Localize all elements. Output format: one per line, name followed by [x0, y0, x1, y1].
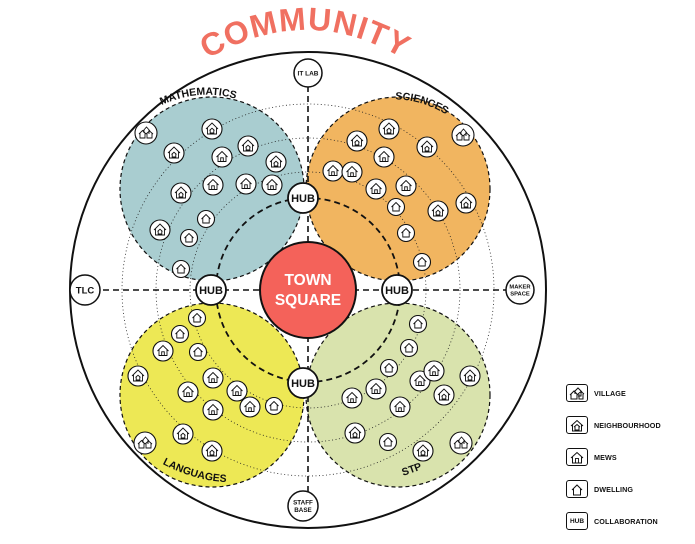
dwelling-icon [179, 228, 199, 248]
mews-icon [322, 160, 344, 182]
neighbourhood-icon [163, 142, 185, 164]
town-square: TOWN SQUARE [259, 241, 357, 339]
legend-label-neighbourhood: NEIGHBOURHOOD [594, 420, 661, 430]
legend-hub-box-text: HUB [569, 517, 585, 525]
legend-label-dwelling: DWELLING [594, 484, 634, 494]
hub-right: HUB [381, 274, 413, 306]
dwelling-icon [399, 338, 419, 358]
mews-icon [239, 396, 261, 418]
dwelling-icon [264, 396, 284, 416]
hub-label: HUB [291, 378, 315, 390]
dwelling-icon [187, 308, 207, 328]
neighbourhood-icon [455, 192, 477, 214]
neighbourhood-icon [344, 422, 366, 444]
dwelling-icon [196, 209, 216, 229]
village-icon [449, 431, 473, 455]
tlc-node-label-1: TLC [76, 285, 95, 296]
neighbourhood-icon [149, 219, 171, 241]
mews-icon [373, 146, 395, 168]
it-lab-node-label-1: IT LAB [298, 70, 319, 77]
mews-icon [202, 399, 224, 421]
neighbourhood-icon [427, 200, 449, 222]
neighbourhood-icon [127, 365, 149, 387]
it-lab-node: IT LAB [293, 58, 323, 88]
neighbourhood-icon [412, 440, 434, 462]
mews-icon [152, 340, 174, 362]
mews-icon [226, 380, 248, 402]
hub-bottom: HUB [287, 367, 319, 399]
legend-row-village: VILLAGE [566, 384, 626, 402]
legend-row-dwelling: DWELLING [566, 480, 633, 498]
mews-icon [341, 387, 363, 409]
mews-icon [341, 161, 363, 183]
neighbourhood-icon [201, 440, 223, 462]
dwelling-icon [378, 432, 398, 452]
community-title: COMMUNITY [194, 1, 417, 66]
dwelling-icon [412, 252, 432, 272]
mews-icon [423, 360, 445, 382]
tlc-node: TLC [69, 274, 101, 306]
legend-label-collaboration: COLLABORATION [594, 516, 658, 526]
legend-row-neighbourhood: NEIGHBOURHOOD [566, 416, 661, 434]
mews-icon [202, 367, 224, 389]
mews-icon [566, 448, 588, 466]
mews-icon [365, 378, 387, 400]
neighbourhood-icon [433, 384, 455, 406]
neighbourhood-icon [459, 365, 481, 387]
neighbourhood-icon [416, 136, 438, 158]
hub-label: HUB [291, 193, 315, 205]
mews-icon [211, 146, 233, 168]
dwelling-icon [170, 324, 190, 344]
town-square-line1: TOWN [284, 272, 331, 289]
neighbourhood-icon [201, 118, 223, 140]
village-icon [566, 384, 588, 402]
legend-label-mews: MEWS [594, 452, 617, 462]
legend-row-mews: MEWS [566, 448, 617, 466]
hub-left: HUB [195, 274, 227, 306]
dwelling-icon [566, 480, 588, 498]
hub-label: HUB [199, 285, 223, 297]
mews-icon [389, 396, 411, 418]
neighbourhood-icon [172, 423, 194, 445]
mews-icon [365, 178, 387, 200]
village-icon [134, 121, 158, 145]
dwelling-icon [408, 314, 428, 334]
maker-space-node-label-1: MAKER [509, 285, 531, 291]
dwelling-icon [379, 358, 399, 378]
mews-icon [235, 173, 257, 195]
hub-top: HUB [287, 182, 319, 214]
legend-row-collaboration: HUB COLLABORATION [566, 512, 658, 530]
town-square-line2: SQUARE [275, 292, 341, 309]
neighbourhood-icon [170, 182, 192, 204]
village-icon [451, 123, 475, 147]
neighbourhood-icon [346, 130, 368, 152]
staff-base-node-label-1: STAFF [293, 500, 313, 507]
neighbourhood-icon [566, 416, 588, 434]
neighbourhood-icon [378, 118, 400, 140]
village-icon [133, 431, 157, 455]
dwelling-icon [396, 223, 416, 243]
maker-space-node-label-2: SPACE [510, 291, 530, 297]
mews-icon [395, 175, 417, 197]
neighbourhood-icon [265, 151, 287, 173]
mews-icon [177, 381, 199, 403]
neighbourhood-icon [237, 135, 259, 157]
hub-box-icon: HUB [566, 512, 588, 530]
staff-base-node-label-2: BASE [294, 507, 312, 514]
dwelling-icon [188, 342, 208, 362]
legend-label-village: VILLAGE [594, 388, 626, 398]
hub-label: HUB [385, 285, 409, 297]
dwelling-icon [386, 197, 406, 217]
mews-icon [202, 174, 224, 196]
mews-icon [261, 174, 283, 196]
dwelling-icon [171, 259, 191, 279]
